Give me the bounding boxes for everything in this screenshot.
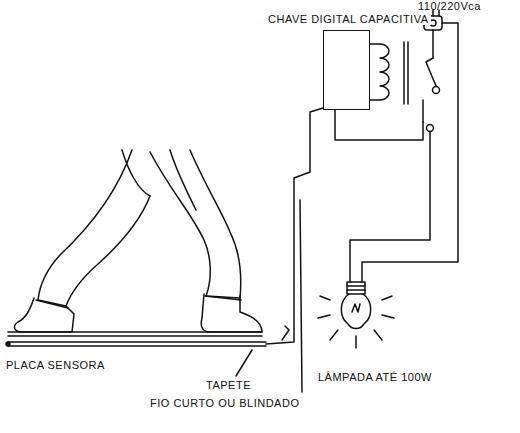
relay-coil (370, 44, 389, 100)
leader-line (300, 200, 302, 392)
sensor-wire (266, 108, 323, 344)
part-label: TAPETE (206, 380, 251, 391)
switch-box: CHAVE DIGITAL CAPACITIVA (323, 30, 370, 110)
part-label: LÂMPADA ATÉ 100W (318, 372, 432, 383)
sensor-plate-and-mat (6, 332, 266, 346)
leader-line (236, 350, 252, 376)
leader-line (282, 326, 289, 340)
box-wire (335, 110, 423, 140)
lamp (318, 282, 394, 348)
part-label: FIO CURTO OU BLINDADO (150, 398, 299, 409)
part-label: PLACA SENSORA (6, 360, 105, 371)
coil-core (404, 42, 408, 104)
mains-wire (432, 30, 434, 58)
box-heading: CHAVE DIGITAL CAPACITIVA (266, 14, 431, 25)
walking-legs (15, 150, 262, 332)
mains-wire (362, 23, 458, 282)
voltage-label: 110/220Vca (418, 1, 481, 12)
